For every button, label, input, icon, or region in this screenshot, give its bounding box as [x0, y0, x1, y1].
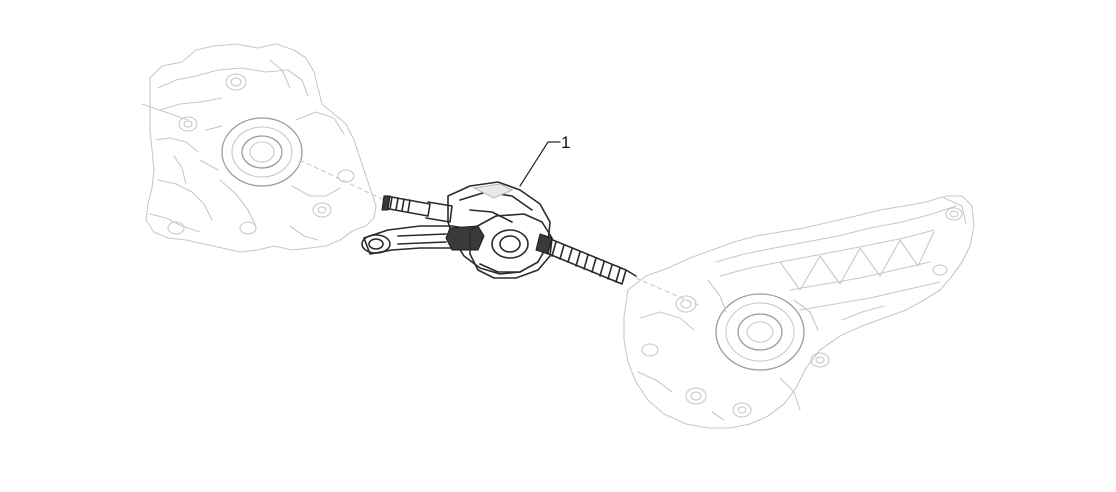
crankshaft-assembly: [361, 181, 637, 285]
left-crankcase-half: [141, 43, 385, 253]
right-crankcase-half: [623, 195, 975, 429]
callout-1: 1: [519, 133, 570, 187]
callout-label: 1: [561, 133, 570, 152]
